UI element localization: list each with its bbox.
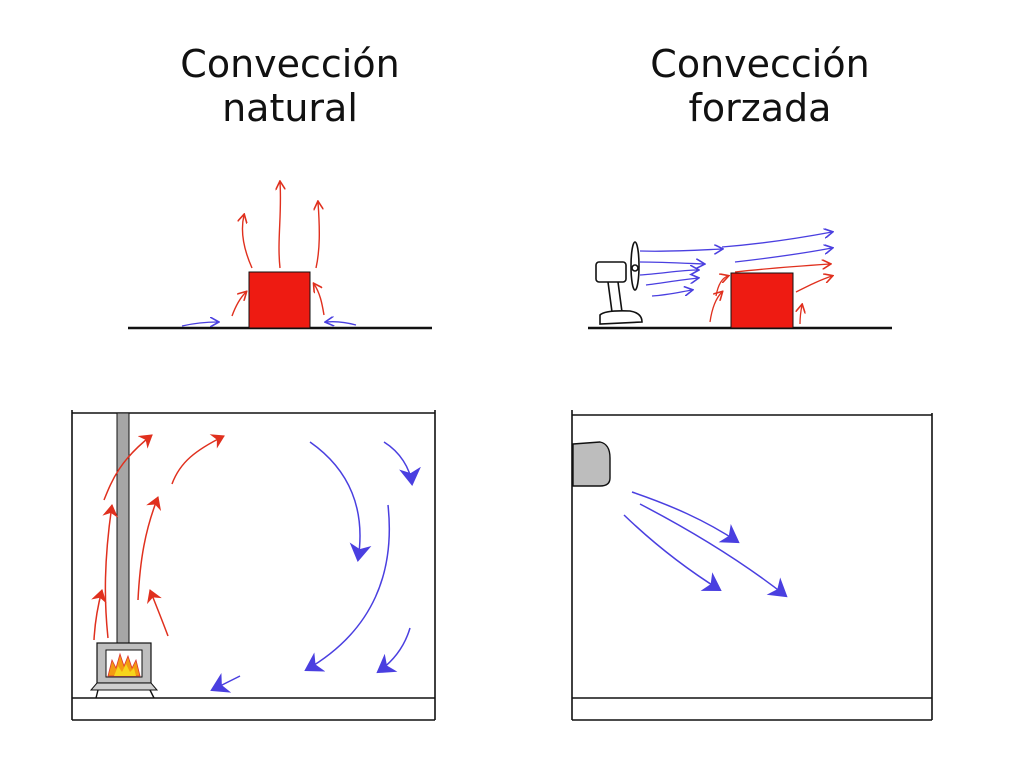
fan-icon [595,241,643,325]
heat-source-block [248,271,311,329]
hot-air-arrows [91,434,225,641]
wood-stove-icon [89,642,159,699]
title-forced-line1: Convección [650,42,870,86]
title-forced-line2: forzada [688,86,832,130]
room-outline [71,410,436,721]
heat-source-block [730,272,794,329]
forced-air-arrows [623,491,788,598]
title-natural-line2: natural [222,86,358,130]
title-forced-convection: Convección forzada [630,42,890,130]
wall-heater-icon [572,441,611,487]
cold-air-arrows [210,441,421,693]
stove-pipe [116,412,130,644]
title-natural-line1: Convección [180,42,400,86]
natural-convection-room [71,410,436,721]
title-natural-convection: Convección natural [160,42,420,130]
cold-air-arrows [639,232,832,297]
hot-air-arrows [709,264,832,325]
natural-convection-small [128,182,432,330]
forced-convection-small [588,232,892,330]
forced-convection-room [571,410,933,721]
room-outline [571,410,933,721]
cold-air-arrows [181,322,357,326]
hot-air-arrows [231,182,325,317]
